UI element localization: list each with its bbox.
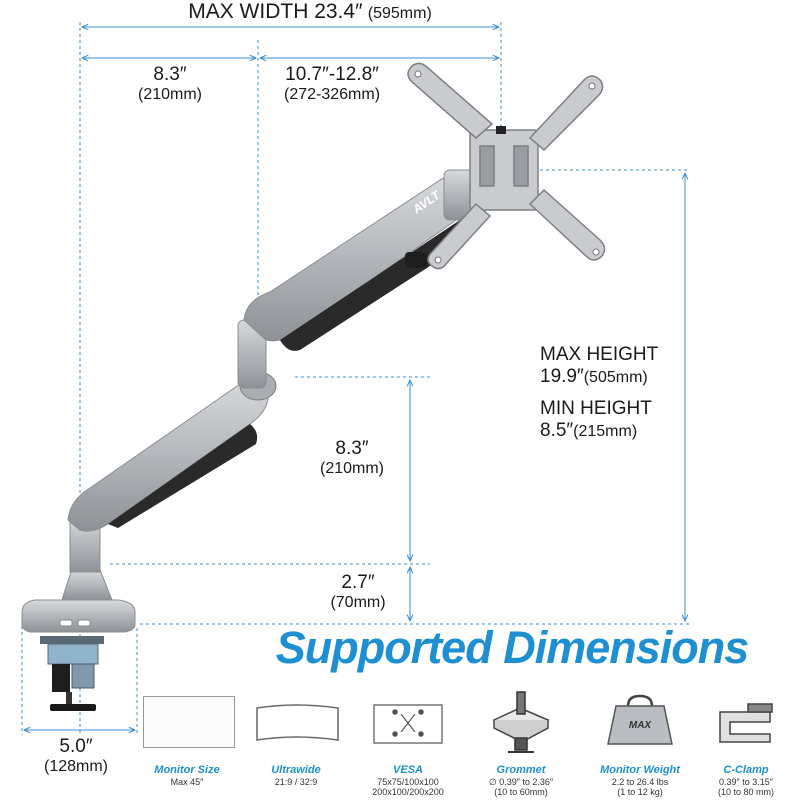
- spec-title-monitor-size: Monitor Size: [154, 764, 220, 776]
- vesa-reach-imperial: 10.7″-12.8″: [285, 64, 379, 85]
- min-height-title: MIN HEIGHT: [540, 398, 652, 419]
- spec-line: 0.39″ to 3.15″: [719, 777, 773, 787]
- spec-line: 200x100/200x200: [372, 787, 444, 798]
- grommet-icon: [492, 691, 550, 753]
- pole-height-metric: (70mm): [330, 593, 386, 611]
- max-height-title: MAX HEIGHT: [540, 344, 659, 365]
- spec-line: ∅ 0.39″ to 2.36″: [488, 777, 554, 787]
- spec-title-grommet: Grommet: [496, 764, 546, 776]
- spec-detail-monitor-weight: 2.2 to 26.4 lbs (1 to 12 kg): [585, 777, 695, 798]
- max-width-value: MAX WIDTH 23.4″: [188, 0, 363, 23]
- spec-detail-ultrawide: 21:9 / 32:9: [241, 777, 351, 787]
- max-height-metric: (505mm): [583, 368, 648, 386]
- spec-line: Max 45″: [170, 777, 204, 787]
- spec-detail-monitor-size: Max 45″: [132, 777, 242, 787]
- vesa-reach-label: 10.7″-12.8″ (272-326mm): [262, 64, 402, 104]
- spec-line: (1 to 12 kg): [617, 787, 663, 798]
- base-width-metric: (128mm): [43, 757, 108, 775]
- spec-line: 2.2 to 26.4 lbs: [611, 777, 669, 787]
- max-height-label: MAX HEIGHT 19.9″(505mm): [540, 344, 658, 388]
- lower-arm-height-imperial: 8.3″: [335, 438, 369, 459]
- headline: Supported Dimensions: [275, 622, 750, 673]
- spec-detail-c-clamp: 0.39″ to 3.15″ (10 to 80 mm): [691, 777, 800, 798]
- lower-arm-height-label: 8.3″ (210mm): [300, 438, 404, 478]
- min-height-imperial: 8.5″: [540, 419, 574, 441]
- vesa-bracket: [407, 62, 606, 270]
- spec-icons: [152, 691, 773, 753]
- spec-line: 21:9 / 32:9: [274, 777, 318, 787]
- weight-icon-text: MAX: [628, 720, 652, 731]
- lower-arm-height-metric: (210mm): [319, 459, 384, 477]
- pole-height-imperial: 2.7″: [341, 572, 375, 593]
- spec-title-c-clamp: C-Clamp: [723, 764, 769, 776]
- pole-height-label: 2.7″ (70mm): [306, 572, 410, 612]
- monitor-arm: [21, 62, 606, 711]
- spec-title-ultrawide: Ultrawide: [271, 764, 321, 776]
- spec-detail-vesa: 75x75/100x100 200x100/200x200: [353, 777, 463, 798]
- vesa-icon: [373, 704, 443, 744]
- spec-detail-grommet: ∅ 0.39″ to 2.36″ (10 to 60mm): [466, 777, 576, 798]
- min-height-metric: (215mm): [573, 422, 638, 440]
- spec-title-monitor-weight: Monitor Weight: [600, 764, 680, 776]
- base-width-label: 5.0″ (128mm): [26, 736, 126, 776]
- min-height-label: MIN HEIGHT 8.5″(215mm): [540, 398, 652, 442]
- base-width-imperial: 5.0″: [59, 736, 93, 757]
- upper-arm-imperial: 8.3″: [153, 64, 187, 85]
- spec-line: 75x75/100x100: [377, 777, 439, 787]
- spec-line: (10 to 80 mm): [717, 787, 775, 798]
- max-width-label: MAX WIDTH 23.4″ (595mm): [160, 0, 460, 24]
- spec-frame-vesa: [365, 696, 457, 748]
- spec-frame-monitor-size: [143, 696, 235, 748]
- max-height-imperial: 19.9″: [540, 365, 584, 387]
- desk-clamp: [40, 636, 104, 711]
- upper-arm-metric: (210mm): [137, 85, 202, 103]
- ultrawide-icon: [256, 704, 339, 741]
- max-width-metric: (595mm): [367, 5, 432, 22]
- spec-line: (10 to 60mm): [494, 787, 548, 798]
- c-clamp-icon: [719, 703, 773, 743]
- upper-arm-label: 8.3″ (210mm): [110, 64, 230, 104]
- vesa-reach-metric: (272-326mm): [283, 85, 381, 103]
- weight-icon: [607, 694, 673, 745]
- spec-frame-ultrawide: [252, 696, 344, 748]
- spec-title-vesa: VESA: [393, 764, 423, 776]
